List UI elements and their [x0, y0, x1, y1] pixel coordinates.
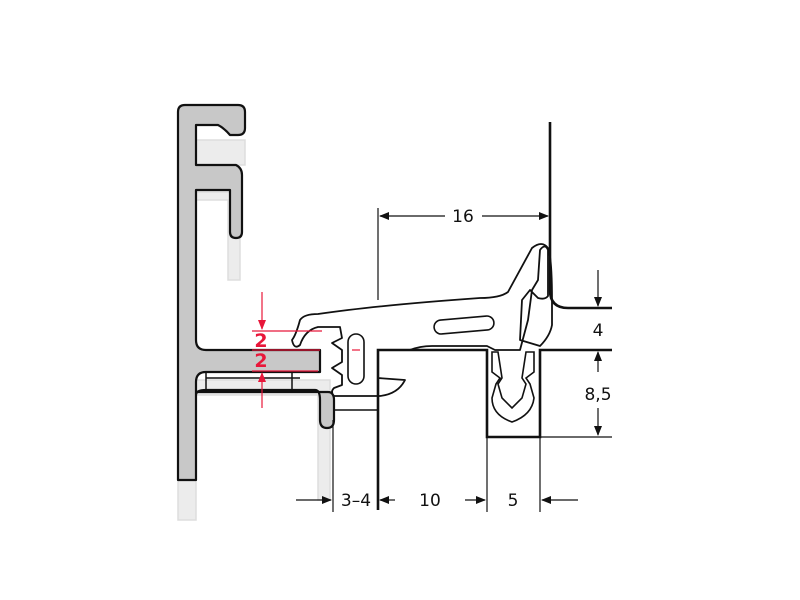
red-step-dimension: [252, 292, 360, 408]
seal-chamber: [347, 333, 365, 385]
upper-panel: [548, 122, 612, 310]
dimension-label-4: 4: [593, 321, 604, 341]
dimension-label-5: 5: [508, 491, 519, 511]
dimension-label-8-5: 8,5: [584, 385, 611, 405]
frame-profile: [176, 103, 336, 482]
dimension-right: [540, 270, 612, 438]
dimension-top-width: [377, 208, 549, 300]
dimension-bottom: [296, 420, 578, 512]
dimension-label-10: 10: [419, 491, 441, 511]
red-label-lower-2: 2: [254, 350, 267, 372]
red-label-upper-2: 2: [254, 330, 267, 352]
seal-groove-fins: [491, 351, 535, 423]
dimension-label-16: 16: [452, 207, 474, 227]
seal-chamber: [433, 315, 495, 335]
seal-profile: [291, 243, 553, 397]
dimension-label-3-4: 3–4: [341, 491, 371, 511]
